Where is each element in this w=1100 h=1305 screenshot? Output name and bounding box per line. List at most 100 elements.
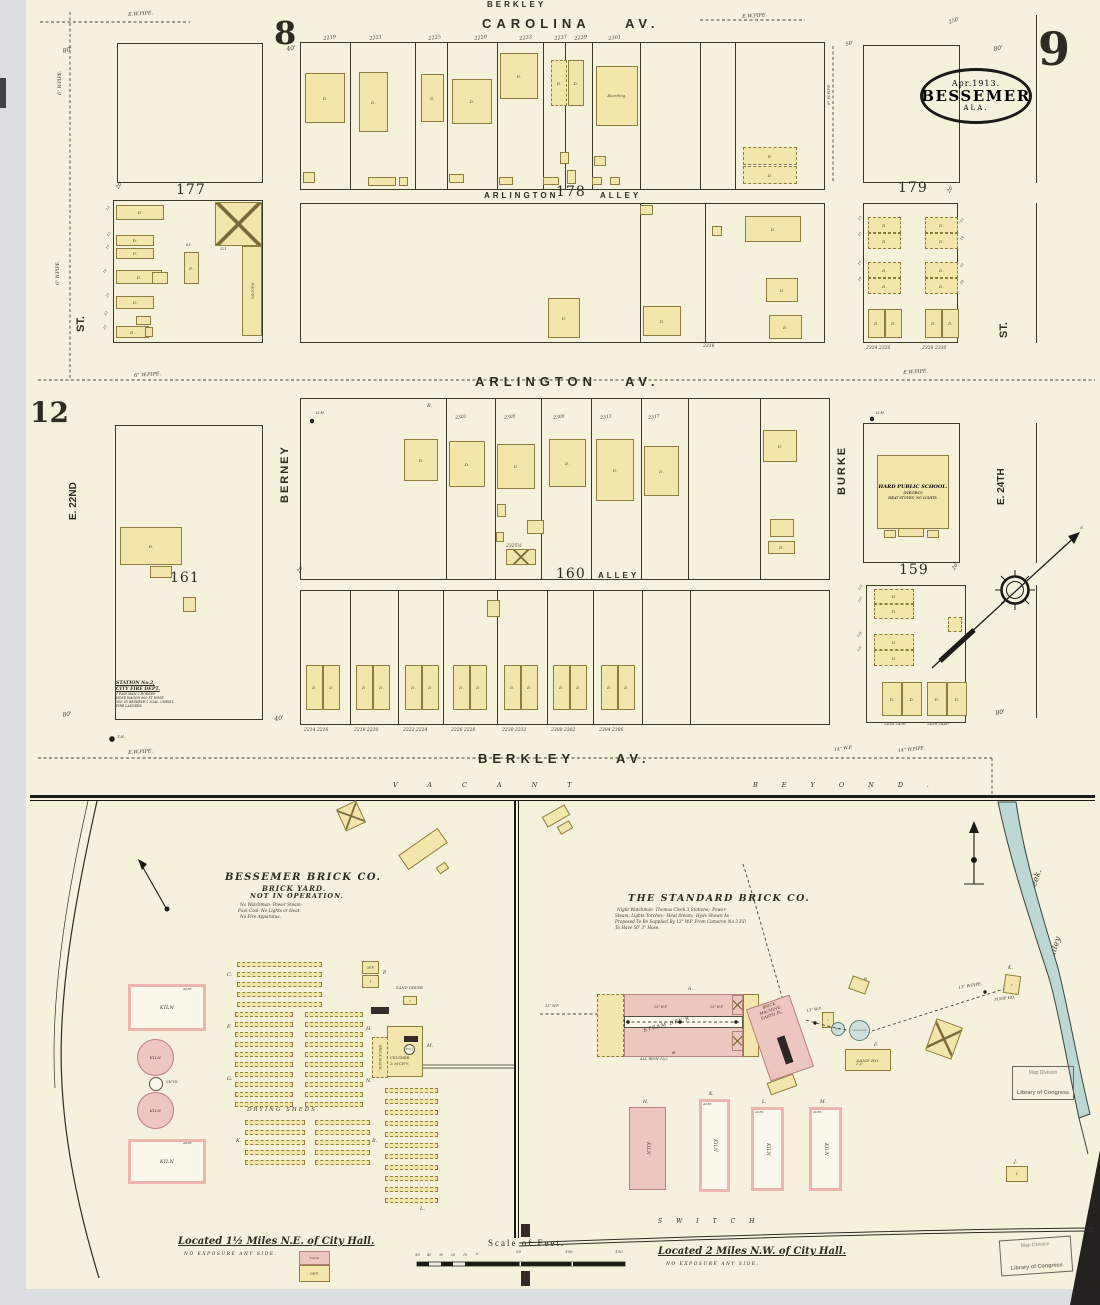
street-berkley-av: AV. — [616, 751, 651, 766]
building-label: D. — [891, 609, 897, 614]
street-e-24th: E. 24TH — [996, 468, 1007, 505]
map-label: 100 — [565, 1249, 573, 1254]
building-label: KILN — [823, 1142, 828, 1156]
map-label: 6" W.PIPE — [826, 84, 831, 105]
building — [235, 1082, 293, 1087]
fire-station-note: STATION No.2, CITY FIRE DEPT. 1 PAID MAN… — [116, 681, 175, 709]
map-label: 80' — [993, 44, 1004, 53]
map-label: 2300 2302 — [551, 728, 576, 733]
building: D. — [116, 296, 154, 309]
building: KILN — [699, 1099, 730, 1192]
map-label: 63. — [186, 243, 192, 247]
building-label: D. — [322, 95, 328, 101]
map-label: 20' — [296, 564, 306, 575]
building: D. — [925, 217, 958, 233]
building — [385, 1088, 438, 1093]
map-label: K. — [1008, 966, 1013, 971]
located-left: Located 1½ Miles N.E. of City Hall. — [178, 1236, 375, 1247]
building: D. — [359, 72, 388, 132]
map-label: 13" W.PIPE. — [958, 980, 983, 990]
map-label: 2438 2440 — [927, 721, 949, 726]
standard-brick-note-2: Steam; Lights Torches;- Heat Steam;- Hyd… — [615, 913, 732, 918]
map-label: 80' — [62, 45, 73, 55]
library-stamp-1: Map Division Library of Congress — [1012, 1066, 1074, 1100]
building: D. — [902, 682, 922, 716]
map-label: 2225 — [428, 34, 442, 42]
building-label: D. — [882, 267, 887, 273]
building: D. — [497, 444, 535, 489]
city-name: BESSEMER — [921, 87, 1031, 106]
building: KILN — [128, 1139, 206, 1184]
building: D. — [404, 439, 438, 481]
building-label: D. — [882, 222, 887, 228]
map-label: 2325½ — [506, 544, 522, 549]
building-label: D. — [891, 639, 897, 645]
map-label: 2222 2224 — [403, 728, 428, 733]
building: RESERVOIR — [849, 1020, 870, 1041]
building — [927, 530, 939, 538]
map-label: Valley — [1046, 935, 1064, 964]
map-label: DRYING SHEDS. — [247, 1107, 321, 1113]
building: D. — [551, 60, 567, 106]
building — [884, 530, 896, 538]
map-label: 2233 — [519, 34, 533, 42]
map-label: 20' — [946, 184, 956, 195]
building — [245, 1120, 305, 1125]
map-label: E.W.PIPE. — [903, 368, 929, 376]
map-label: N. — [1080, 526, 1084, 530]
building — [305, 1012, 363, 1017]
building — [237, 982, 322, 987]
building: D. — [116, 205, 164, 220]
building — [499, 177, 513, 185]
building — [497, 504, 506, 517]
edge-mark — [0, 78, 6, 108]
map-label: 17 — [857, 260, 863, 267]
beyond-label: BEYOND. — [753, 781, 953, 789]
building-label: D. — [428, 685, 433, 690]
building — [305, 1032, 363, 1037]
building — [449, 174, 464, 183]
bessemer-brick-sub2: NOT IN OPERATION. — [250, 892, 344, 900]
block-number-178: 178 — [556, 184, 586, 200]
building: KILN — [137, 1092, 174, 1129]
map-label: A. — [688, 987, 693, 992]
building-label: D. — [767, 172, 773, 178]
map-label: M. — [820, 1100, 827, 1105]
map-label: 19 — [102, 268, 108, 275]
building — [506, 549, 536, 565]
building — [305, 1102, 363, 1107]
building-label: D. — [948, 321, 953, 326]
block-number-160: 160 — [556, 566, 586, 582]
building — [215, 202, 262, 246]
block-161 — [115, 425, 263, 720]
building: D. — [521, 665, 538, 710]
map-label: 2214 2216 — [304, 728, 329, 733]
building — [305, 1092, 363, 1097]
map-label: 13" W.P. — [806, 1005, 822, 1013]
building: KILN — [751, 1107, 784, 1191]
building — [245, 1150, 305, 1155]
building: D. — [925, 309, 942, 338]
building: D. — [470, 665, 487, 710]
building-label: D. — [137, 210, 143, 215]
map-label: 23 — [103, 310, 109, 317]
block-159-north — [863, 423, 960, 563]
map-label: N. — [366, 1078, 372, 1084]
building: SAND — [299, 1251, 330, 1265]
building-label: D. — [573, 80, 579, 86]
building: KILN — [137, 1039, 174, 1076]
building: D. — [885, 309, 902, 338]
building: D. — [116, 248, 154, 259]
building-label: D. — [783, 324, 788, 330]
building — [592, 177, 602, 185]
building — [732, 995, 743, 1015]
page-margin-left — [0, 0, 26, 1305]
building — [521, 1224, 530, 1237]
block-178-south — [300, 203, 825, 343]
building: BRICK MACH. — [372, 1037, 388, 1078]
map-label: 2239 — [574, 34, 588, 42]
map-label: T.H. — [117, 734, 126, 739]
building: D. — [422, 665, 439, 710]
building-label: KILN — [159, 1158, 175, 1165]
building-label: D. — [891, 655, 897, 661]
